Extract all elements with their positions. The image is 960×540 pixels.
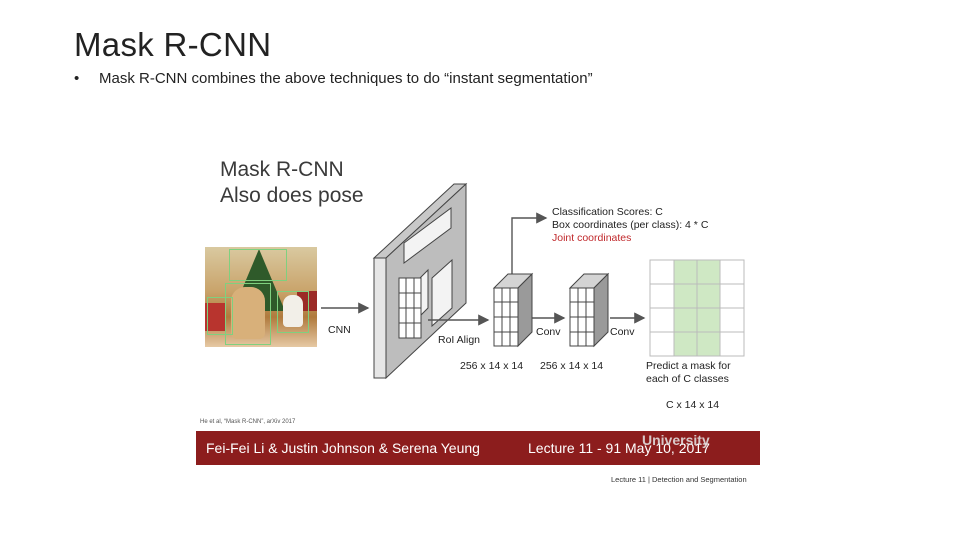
detection-box bbox=[229, 249, 287, 281]
slide-title: Mask R-CNN bbox=[74, 26, 271, 64]
label-dim-2: 256 x 14 x 14 bbox=[540, 360, 603, 372]
label-cnn: CNN bbox=[328, 324, 351, 336]
detection-box bbox=[207, 297, 233, 335]
label-class-scores: Classification Scores: C bbox=[552, 206, 663, 218]
label-conv-1: Conv bbox=[536, 326, 561, 338]
label-predict-2: each of C classes bbox=[646, 373, 729, 385]
label-dim-1: 256 x 14 x 14 bbox=[460, 360, 523, 372]
figure-title: Mask R-CNN Also does pose bbox=[220, 157, 364, 209]
mask-rcnn-figure: Mask R-CNN Also does pose CNN RoI Align … bbox=[196, 148, 760, 488]
input-photo bbox=[205, 247, 317, 347]
roi-feature-cube-2 bbox=[570, 274, 608, 346]
bullet-dot: • bbox=[74, 70, 79, 87]
mask-grid bbox=[650, 260, 744, 356]
figure-title-line1: Mask R-CNN bbox=[220, 157, 364, 183]
citation: He et al, “Mask R-CNN”, arXiv 2017 bbox=[200, 419, 295, 425]
bullet-text: Mask R-CNN combines the above techniques… bbox=[99, 70, 593, 87]
label-roi-align: RoI Align bbox=[438, 334, 480, 346]
detection-box bbox=[277, 291, 309, 333]
label-box-coords: Box coordinates (per class): 4 * C bbox=[552, 219, 708, 231]
footer-caption: Lecture 11 | Detection and Segmentation bbox=[611, 475, 747, 484]
arrow-to-scores bbox=[512, 218, 546, 274]
cnn-feature-block bbox=[374, 184, 466, 378]
lecture-banner: Fei-Fei Li & Justin Johnson & Serena Yeu… bbox=[196, 431, 760, 465]
banner-watermark: University bbox=[642, 432, 710, 448]
label-joint-coords: Joint coordinates bbox=[552, 232, 631, 244]
banner-authors: Fei-Fei Li & Justin Johnson & Serena Yeu… bbox=[206, 440, 480, 456]
label-conv-2: Conv bbox=[610, 326, 635, 338]
label-predict-1: Predict a mask for bbox=[646, 360, 731, 372]
figure-title-line2: Also does pose bbox=[220, 183, 364, 209]
roi-feature-cube-1 bbox=[494, 274, 532, 346]
label-mask-dim: C x 14 x 14 bbox=[666, 399, 719, 411]
